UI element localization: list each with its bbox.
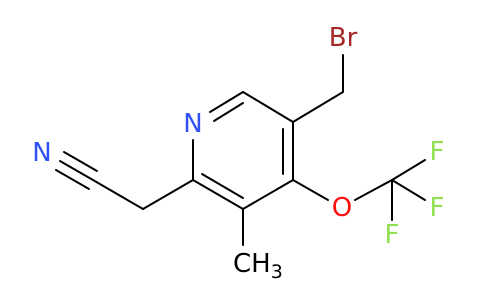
methyl-label: CH3 [233, 249, 283, 283]
bond-nitrile-3 [55, 169, 90, 190]
methyl-label-subscript: 3 [271, 261, 283, 283]
bond-c3-c2-inner [201, 173, 244, 199]
bond-c5-ch2 [292, 91, 344, 123]
trifluoromethoxy-group [292, 159, 426, 221]
bond-cf3-f-right [391, 179, 426, 201]
fluorine-top-label: F [430, 137, 445, 167]
ring-nitrogen-label: N [183, 109, 202, 139]
bond-nitrile-1 [59, 160, 94, 181]
methyl-label-main: CH [233, 249, 271, 279]
bond-o-cf3 [354, 179, 393, 201]
bromine-label: Br [329, 23, 358, 53]
bromomethyl-group [292, 54, 344, 123]
fluorine-right-label: F [430, 193, 445, 223]
bond-n-c6-inner [213, 102, 244, 122]
oxygen-label: O [332, 193, 352, 223]
pyridine-ring [192, 91, 294, 210]
nitrile-nitrogen-label: N [32, 138, 51, 168]
bond-nitrile-2 [63, 151, 98, 172]
bond-ch2-cn [92, 179, 144, 210]
bond-c6-c5 [242, 91, 294, 123]
fluorine-bottom-label: F [385, 220, 400, 250]
bond-cf3-f-top [391, 159, 426, 181]
bond-n-c6 [209, 91, 244, 113]
bond-c3-c2 [192, 179, 244, 210]
bond-c4-c3 [242, 179, 294, 210]
bond-c4-o [292, 179, 329, 201]
cyanomethyl-group [55, 151, 194, 210]
bond-c2-ch2 [142, 179, 194, 210]
